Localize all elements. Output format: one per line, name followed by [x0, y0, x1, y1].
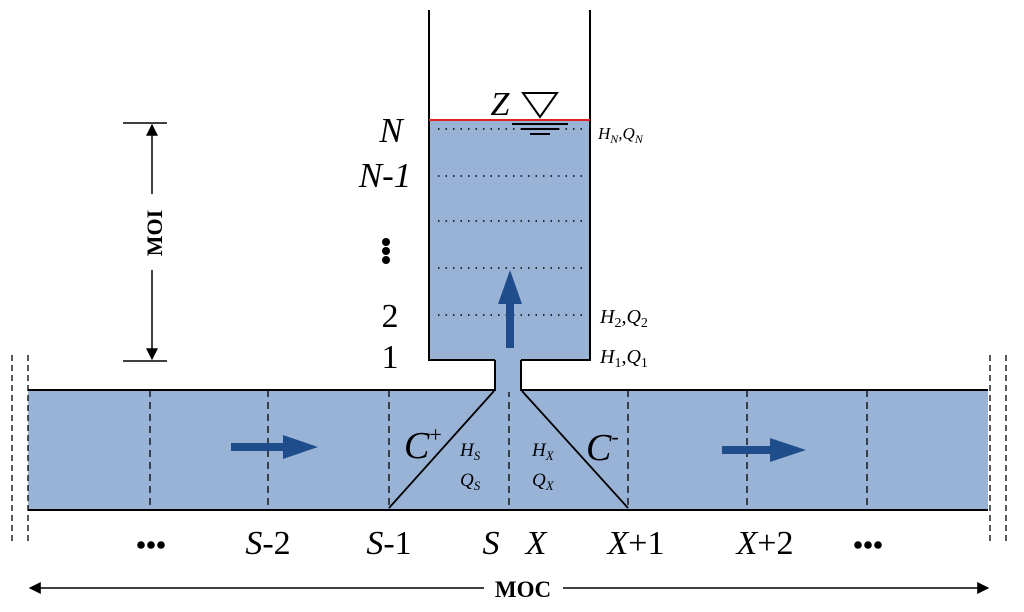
node-2-label: 2: [382, 298, 399, 335]
moc-label: MOC: [495, 577, 551, 602]
pipe-end-markers: [11, 355, 1007, 545]
qs-label: QS: [460, 470, 481, 493]
surface-symbol-label: Z: [491, 86, 511, 123]
hx-label: HX: [531, 440, 555, 463]
node-s-minus-2-label: S-2: [245, 525, 290, 562]
level-n-hq-label: HN,QN: [597, 124, 644, 146]
qx-label: QX: [532, 470, 555, 493]
moi-label: MOI: [142, 210, 167, 256]
flow-arrow-up: [498, 270, 522, 348]
c-plus-characteristic: [388, 390, 495, 509]
c-minus-characteristic: [521, 390, 629, 509]
ellipsis-horizontal-icon: [137, 541, 165, 549]
node-1-label: 1: [382, 339, 399, 376]
node-s-minus-1-label: S-1: [366, 525, 411, 562]
flow-arrow-right-left: [231, 435, 318, 459]
flow-arrow-right-right: [722, 438, 806, 462]
level-1-hq-label: H1,Q1: [599, 346, 648, 371]
level-2-hq-label: H2,Q2: [599, 306, 648, 331]
c-plus-label: C+: [404, 422, 442, 467]
ellipsis-horizontal-icon: [854, 541, 882, 549]
c-minus-label: C-: [586, 424, 619, 469]
node-s-label: S: [483, 525, 500, 562]
main-pipe: [28, 390, 988, 510]
ellipsis-vertical-icon: [382, 238, 390, 264]
hs-label: HS: [459, 440, 481, 463]
node-x-plus-1-label: X+1: [606, 525, 665, 562]
water-level-icon: [512, 92, 568, 135]
node-x-plus-2-label: X+2: [735, 525, 794, 562]
riser-neck: [495, 359, 521, 392]
node-n-label: N: [378, 111, 404, 150]
moi-dimension: [123, 122, 167, 362]
node-x-label: X: [524, 525, 548, 562]
node-n-minus-1-label: N-1: [358, 156, 412, 195]
